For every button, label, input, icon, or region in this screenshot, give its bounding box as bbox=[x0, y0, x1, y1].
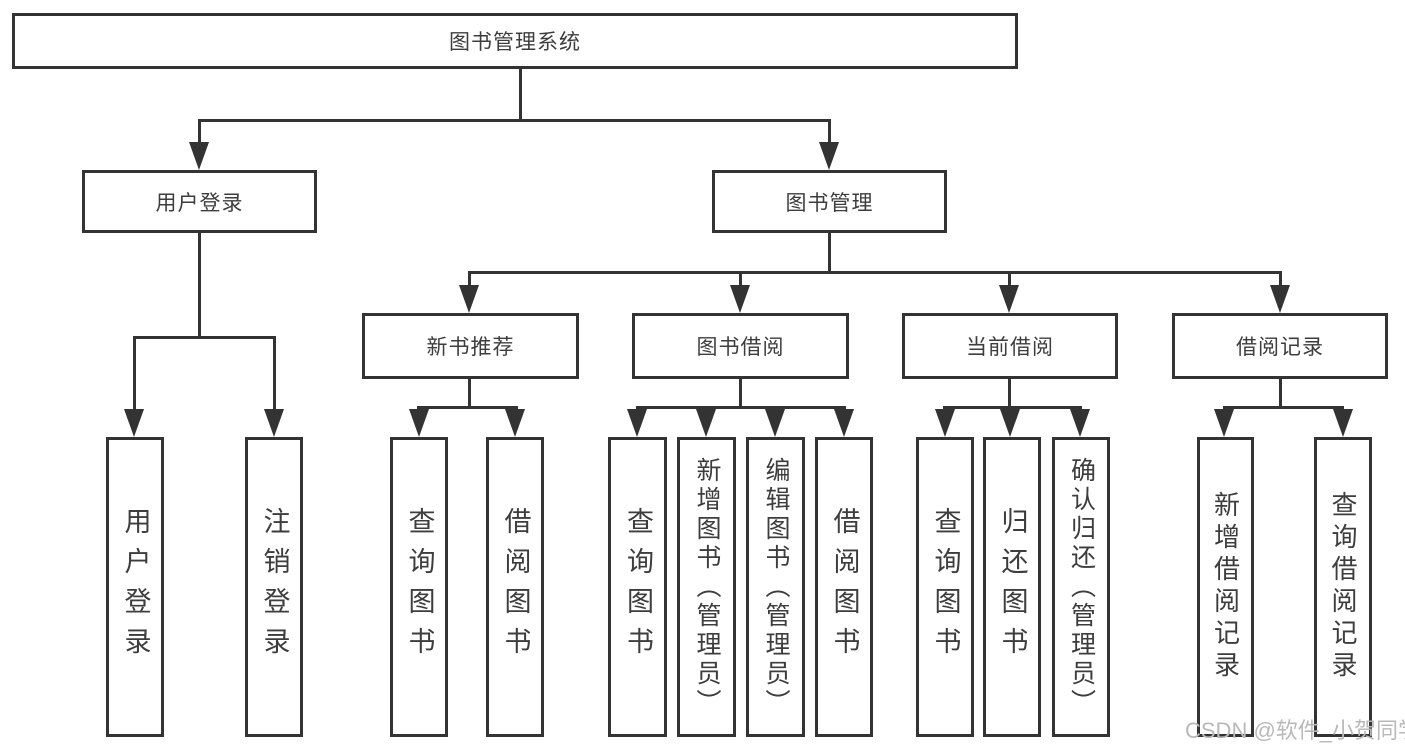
connector-line bbox=[1279, 379, 1282, 409]
arrow-down-icon bbox=[1333, 409, 1353, 437]
connector-line bbox=[198, 119, 201, 145]
node-book-borrow: 图书借阅 bbox=[632, 313, 849, 379]
leaf-borrow-books-2: 借阅图书 bbox=[815, 437, 873, 737]
connector-line bbox=[1223, 406, 1344, 409]
leaf-query-books-1-label: 查询图书 bbox=[404, 507, 435, 667]
leaf-confirm-return-admin: 确认归还（管理员） bbox=[1052, 437, 1110, 737]
node-new-book-recommend: 新书推荐 bbox=[362, 313, 579, 379]
leaf-confirm-return-admin-label: 确认归还（管理员） bbox=[1067, 456, 1096, 718]
connector-line bbox=[739, 271, 742, 287]
leaf-query-books-1: 查询图书 bbox=[390, 437, 448, 737]
connector-line bbox=[519, 68, 522, 121]
node-user-login-label: 用户登录 bbox=[155, 191, 244, 215]
connector-line bbox=[133, 336, 136, 409]
leaf-add-borrow-record: 新增借阅记录 bbox=[1197, 437, 1254, 737]
leaf-return-books-label: 归还图书 bbox=[997, 507, 1028, 667]
leaf-query-borrow-record: 查询借阅记录 bbox=[1314, 437, 1372, 737]
leaf-query-books-3-label: 查询图书 bbox=[930, 507, 961, 667]
leaf-return-books: 归还图书 bbox=[983, 437, 1041, 737]
leaf-logout-label: 注销登录 bbox=[259, 507, 290, 667]
leaf-borrow-books-1: 借阅图书 bbox=[486, 437, 544, 737]
connector-line bbox=[1279, 271, 1282, 287]
connector-line bbox=[1008, 379, 1011, 409]
leaf-add-books-admin: 新增图书（管理员） bbox=[677, 437, 736, 737]
leaf-query-books-2: 查询图书 bbox=[608, 437, 667, 737]
connector-line bbox=[273, 336, 276, 409]
connector-line bbox=[468, 271, 1282, 274]
arrow-down-icon bbox=[696, 409, 716, 437]
connector-line bbox=[636, 406, 846, 409]
arrow-down-icon bbox=[935, 409, 955, 437]
node-user-login: 用户登录 bbox=[82, 170, 317, 233]
connector-line bbox=[133, 336, 276, 339]
node-root: 图书管理系统 bbox=[12, 13, 1018, 69]
csdn-watermark: CSDN @软件_小贺同学 bbox=[1185, 718, 1405, 743]
leaf-add-books-admin-label: 新增图书（管理员） bbox=[693, 456, 721, 718]
leaf-borrow-books-2-label: 借阅图书 bbox=[829, 507, 860, 667]
connector-line bbox=[468, 271, 471, 287]
node-book-borrow-label: 图书借阅 bbox=[696, 336, 785, 359]
arrow-down-icon bbox=[264, 409, 284, 437]
leaf-borrow-books-1-label: 借阅图书 bbox=[500, 507, 531, 667]
arrow-down-icon bbox=[1214, 409, 1234, 437]
connector-line bbox=[828, 119, 831, 145]
node-current-borrow: 当前借阅 bbox=[902, 313, 1118, 379]
connector-line bbox=[468, 379, 471, 409]
node-current-borrow-label: 当前借阅 bbox=[966, 336, 1054, 359]
arrow-down-icon bbox=[765, 409, 785, 437]
arrow-down-icon bbox=[627, 409, 647, 437]
arrow-down-icon bbox=[505, 409, 525, 437]
connector-line bbox=[198, 119, 831, 122]
connector-line bbox=[828, 233, 831, 274]
arrow-down-icon bbox=[124, 409, 144, 437]
leaf-edit-books-admin-label: 编辑图书（管理员） bbox=[762, 456, 790, 718]
leaf-logout: 注销登录 bbox=[245, 437, 303, 737]
arrow-down-icon bbox=[459, 285, 479, 313]
arrow-down-icon bbox=[409, 409, 429, 437]
leaf-query-borrow-record-label: 查询借阅记录 bbox=[1328, 491, 1358, 683]
connector-line bbox=[943, 406, 1082, 409]
node-new-book-recommend-label: 新书推荐 bbox=[426, 336, 515, 359]
leaf-query-books-3: 查询图书 bbox=[916, 437, 974, 737]
leaf-user-login-label: 用户登录 bbox=[120, 507, 151, 667]
node-root-label: 图书管理系统 bbox=[449, 31, 581, 54]
connector-line bbox=[739, 379, 742, 409]
leaf-query-books-2-label: 查询图书 bbox=[623, 507, 653, 667]
arrow-down-icon bbox=[1270, 285, 1290, 313]
arrow-down-icon bbox=[999, 285, 1019, 313]
connector-line bbox=[417, 406, 518, 409]
arrow-down-icon bbox=[1070, 409, 1090, 437]
arrow-down-icon bbox=[834, 409, 854, 437]
connector-line bbox=[198, 233, 201, 339]
arrow-down-icon bbox=[189, 142, 209, 170]
node-book-management: 图书管理 bbox=[712, 170, 947, 233]
arrow-down-icon bbox=[730, 285, 750, 313]
node-borrow-records: 借阅记录 bbox=[1172, 313, 1388, 379]
node-book-management-label: 图书管理 bbox=[785, 191, 874, 215]
leaf-edit-books-admin: 编辑图书（管理员） bbox=[746, 437, 805, 737]
connector-line bbox=[1008, 271, 1011, 287]
node-borrow-records-label: 借阅记录 bbox=[1236, 336, 1324, 359]
arrow-down-icon bbox=[1000, 409, 1020, 437]
arrow-down-icon bbox=[819, 142, 839, 170]
leaf-user-login: 用户登录 bbox=[106, 437, 164, 737]
leaf-add-borrow-record-label: 新增借阅记录 bbox=[1210, 491, 1241, 683]
